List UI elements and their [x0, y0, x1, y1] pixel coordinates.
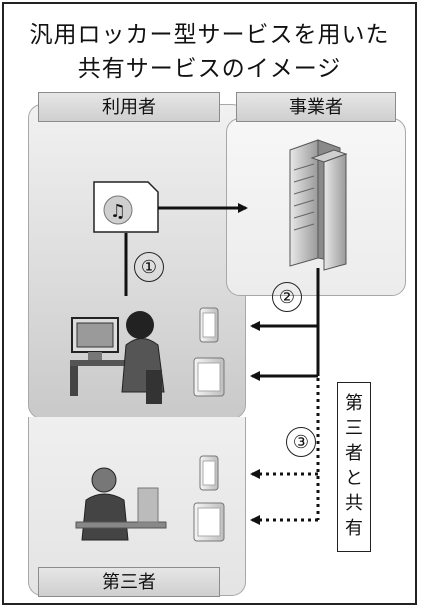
share-char: 者 [345, 443, 363, 464]
person-at-computer-icon [70, 311, 165, 404]
figure-title: 汎用ロッカー型サービスを用いた 共有サービスのイメージ [4, 18, 415, 86]
person-at-desk-icon [75, 467, 167, 541]
smartphone-icon [199, 307, 219, 343]
third-party-label: 第三者 [38, 567, 220, 597]
svg-text:♫: ♫ [110, 201, 126, 222]
server-rack-icon [289, 139, 348, 271]
share-char: 有 [345, 518, 363, 539]
smartphone-icon [199, 455, 219, 491]
step-2-marker: ② [272, 282, 302, 312]
share-with-third-party-label: 第 三 者 と 共 有 [337, 382, 371, 552]
step-3-marker: ③ [286, 427, 316, 457]
share-char: 共 [345, 493, 363, 514]
title-line-2: 共有サービスのイメージ [77, 56, 342, 82]
share-char: と [345, 468, 363, 489]
business-label: 事業者 [236, 92, 396, 122]
step-1-marker: ① [134, 252, 164, 282]
tablet-icon [193, 357, 225, 397]
tablet-icon [193, 502, 225, 542]
share-char: 三 [345, 418, 363, 439]
user-label: 利用者 [38, 92, 220, 122]
share-char: 第 [345, 393, 363, 414]
title-line-1: 汎用ロッカー型サービスを用いた [29, 22, 390, 48]
music-note-file-icon: ♫ [93, 181, 159, 233]
